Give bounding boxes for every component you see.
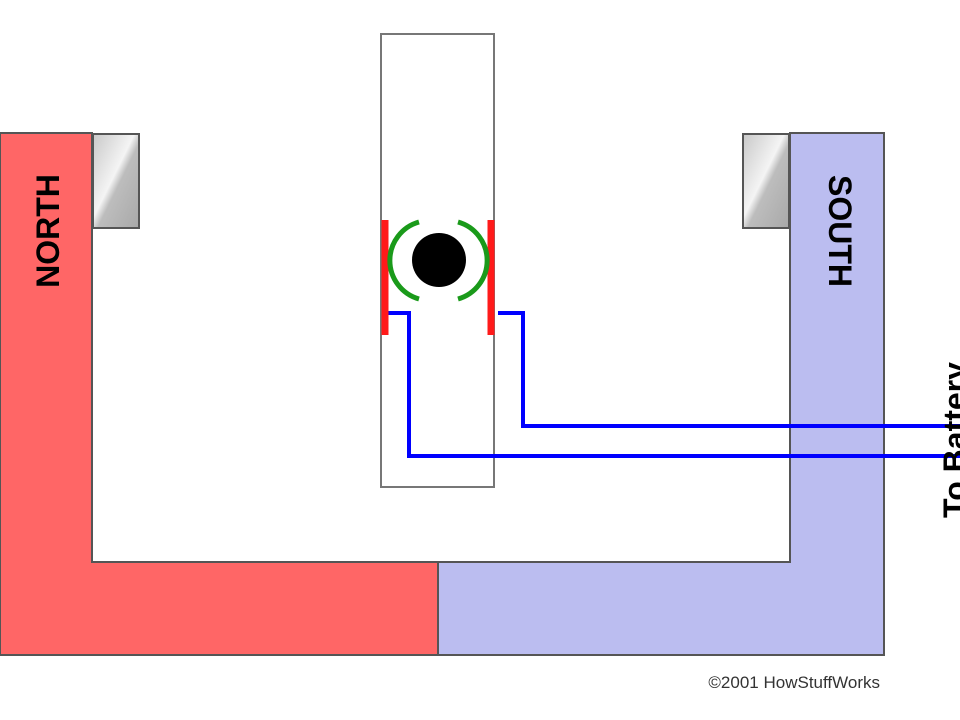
south-magnet (437, 132, 885, 656)
battery-label: To Battery (937, 362, 960, 518)
commutator-arc-right (457, 219, 490, 302)
wire-inner (385, 311, 960, 458)
axle (412, 233, 466, 287)
copyright-text: ©2001 HowStuffWorks (708, 673, 880, 692)
south-pole-piece (742, 133, 790, 229)
north-label: NORTH (30, 174, 66, 288)
commutator-arc-left (387, 219, 420, 302)
south-label: SOUTH (822, 175, 858, 287)
magnet-inner-edge (91, 228, 791, 563)
wire-outer (498, 311, 960, 428)
north-pole-piece (92, 133, 140, 229)
